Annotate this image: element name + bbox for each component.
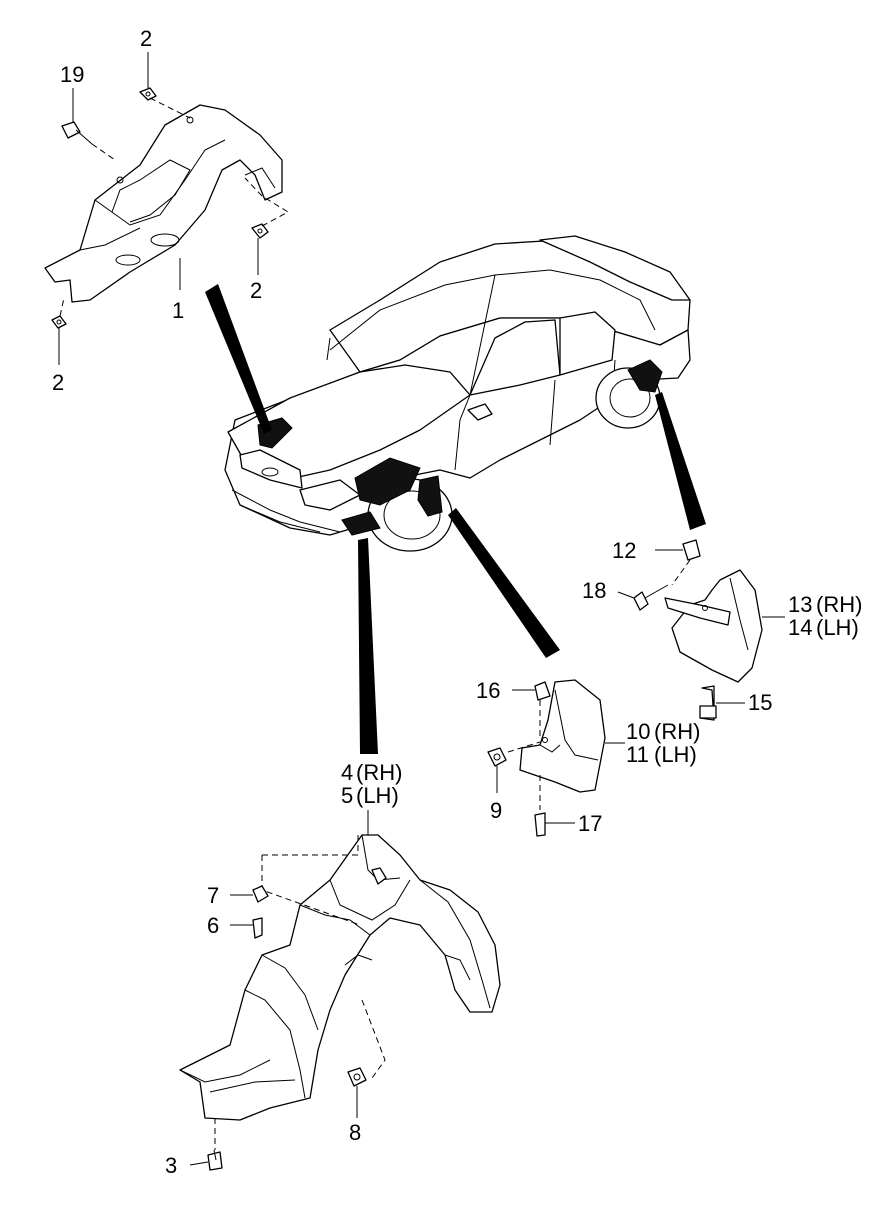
callout-2-top: 2 [140, 26, 152, 51]
callout-11-side: (LH) [654, 742, 697, 767]
callout-19: 19 [60, 62, 84, 87]
mud-guard-part-13-14 [664, 559, 763, 683]
callout-17: 17 [578, 811, 602, 836]
callout-7: 7 [207, 883, 219, 908]
callout-18: 18 [582, 578, 606, 603]
callout-4: 4 [341, 760, 353, 785]
callout-8: 8 [349, 1120, 361, 1145]
clip-part-2-top [139, 87, 191, 119]
callout-labels: 2 19 1 2 2 4 (RH) 5 (LH) 7 6 8 3 16 9 10… [52, 26, 862, 1178]
callout-14: 14 [788, 615, 812, 640]
callout-10: 10 [626, 719, 650, 744]
screw-part-18 [633, 584, 669, 611]
car-body [224, 235, 691, 552]
callout-13: 13 [788, 592, 812, 617]
callout-6: 6 [207, 913, 219, 938]
callout-12: 12 [612, 538, 636, 563]
screw-part-17 [534, 812, 546, 837]
clip-part-12 [682, 539, 701, 561]
callout-5-side: (LH) [356, 783, 399, 808]
clip-part-16 [534, 681, 551, 701]
callout-13-side: (RH) [816, 592, 862, 617]
clip-part-8 [347, 1067, 367, 1087]
callout-2-right: 2 [250, 278, 262, 303]
callout-9: 9 [490, 798, 502, 823]
screw-part-6 [252, 917, 263, 939]
wheel-guard-part-4-5 [179, 834, 501, 1150]
callout-1: 1 [172, 298, 184, 323]
under-cover-part-1 [44, 104, 283, 303]
callout-11: 11 [626, 742, 649, 767]
callout-15: 15 [748, 690, 772, 715]
callout-16: 16 [476, 678, 500, 703]
location-pointers [205, 284, 706, 754]
callout-14-side: (LH) [816, 615, 859, 640]
callout-4-side: (RH) [356, 760, 402, 785]
clip-part-2-right [244, 177, 290, 239]
callout-5: 5 [341, 783, 353, 808]
clip-part-9 [487, 747, 507, 767]
callout-10-side: (RH) [654, 719, 700, 744]
clip-part-2-bottom [51, 297, 67, 329]
nut-part-7 [252, 885, 269, 903]
bolt-part-19 [61, 121, 116, 161]
screw-part-3 [207, 1149, 223, 1171]
callout-2-bottom: 2 [52, 370, 64, 395]
callout-3: 3 [165, 1153, 177, 1178]
mud-guard-part-10-11 [507, 679, 606, 810]
bolt-part-15 [699, 685, 717, 721]
leader-lines [58, 52, 785, 1166]
